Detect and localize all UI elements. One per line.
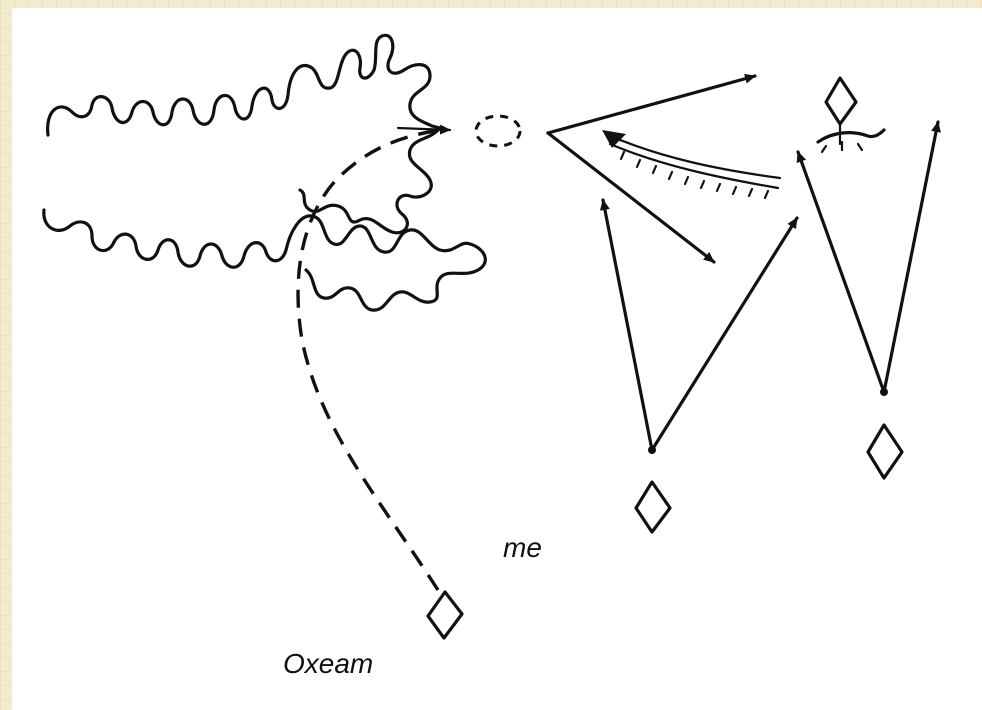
label-ocean: Oxeam <box>283 648 373 680</box>
ship-icon <box>818 78 884 152</box>
coast-arrow <box>398 128 450 130</box>
diamond-icon <box>636 482 670 532</box>
observer1-arrow-right <box>652 218 797 450</box>
observer1-arrow-left <box>603 200 652 450</box>
wavefront-inner <box>610 144 778 188</box>
target-circle <box>476 116 520 146</box>
dashed-trajectory <box>298 130 440 590</box>
label-me: me <box>503 532 542 564</box>
beam-arrow-upper <box>548 76 755 133</box>
coastline-inner <box>300 128 440 233</box>
coastline-lower <box>44 210 485 310</box>
observer2-arrow-right <box>884 122 938 392</box>
observer2-point <box>880 388 888 396</box>
coastline-upper <box>48 35 440 135</box>
diamond-icon <box>428 592 462 638</box>
wavefront-hatch <box>621 152 768 198</box>
observer1-point <box>648 446 656 454</box>
observer2-arrow-left <box>798 152 884 392</box>
diamond-icon <box>868 425 902 478</box>
wavefront-arrowhead <box>602 130 626 148</box>
